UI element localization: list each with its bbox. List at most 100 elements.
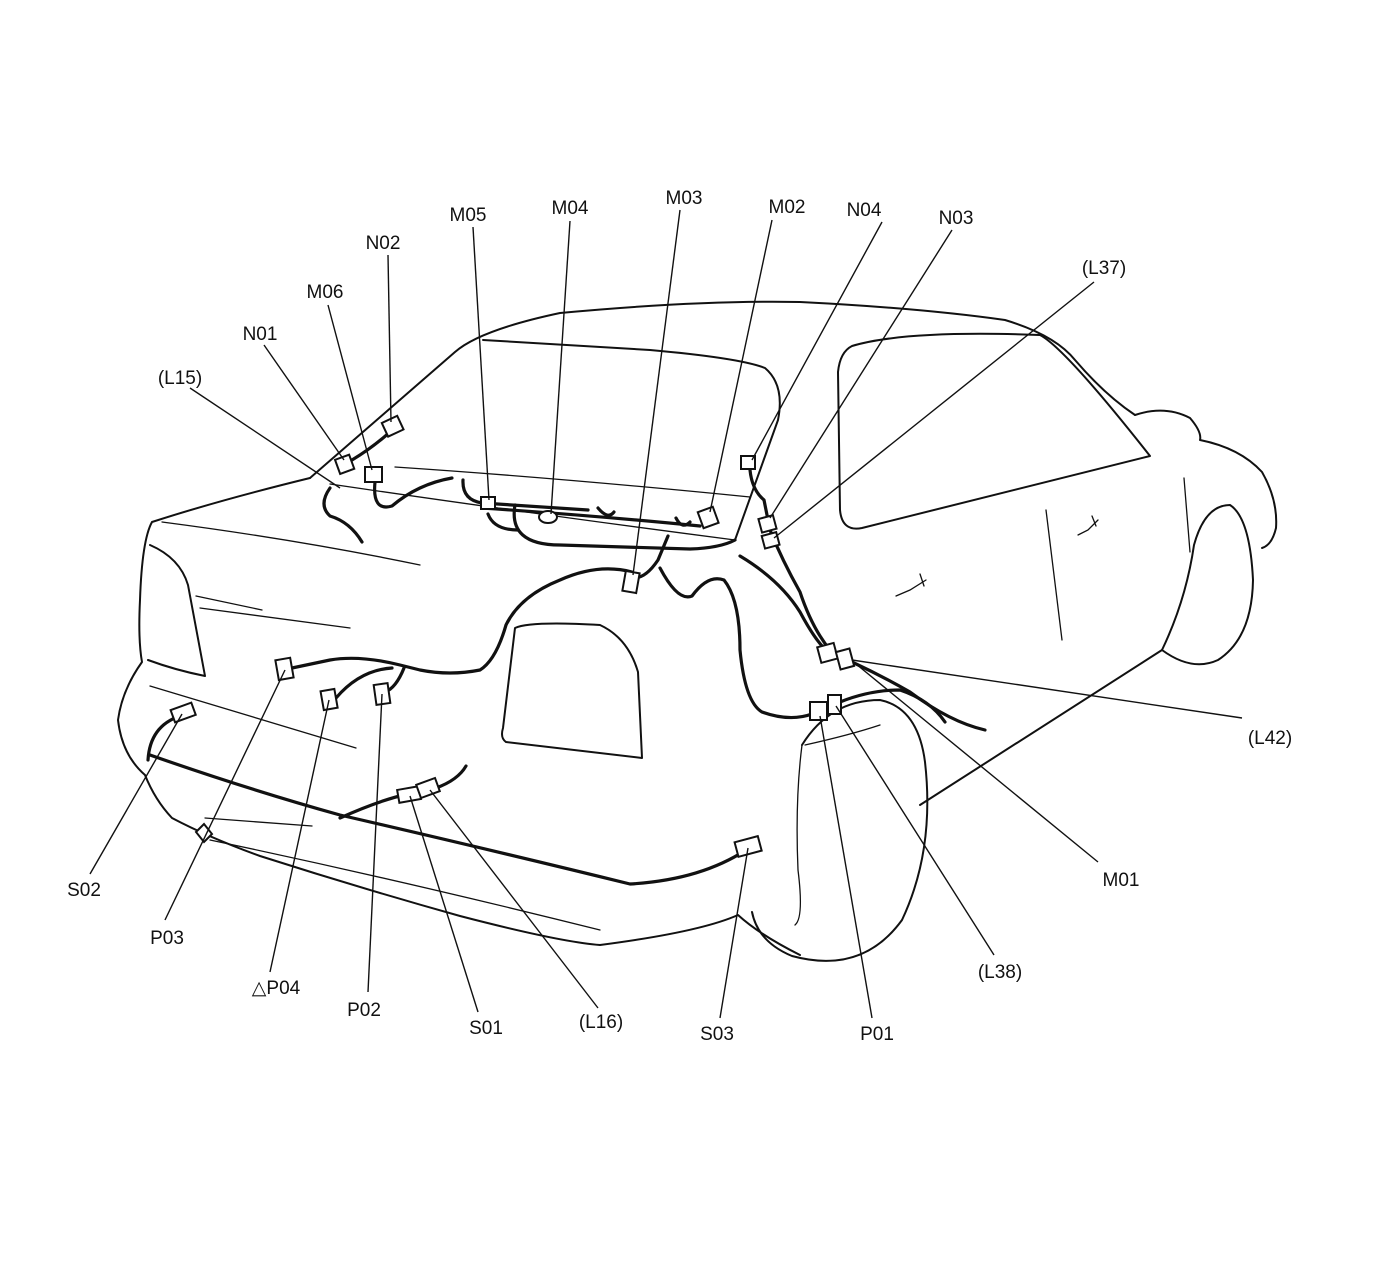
door-handle-rear	[1077, 515, 1099, 536]
leader-lines	[89, 209, 1243, 1019]
front-fender	[1134, 409, 1278, 549]
door-edge	[1045, 509, 1063, 641]
leader-s03	[719, 847, 749, 1019]
connector-l42-a	[815, 641, 839, 665]
rear-window	[482, 339, 781, 541]
tail-light	[147, 544, 206, 677]
leader-l15	[189, 387, 341, 489]
body-side-line	[804, 724, 881, 746]
rear-wheel-arch	[751, 699, 929, 962]
label-n04: N04	[847, 200, 882, 221]
connector-n01	[333, 453, 356, 476]
leader-p04	[269, 699, 330, 973]
connector-p04	[319, 687, 339, 712]
connector-m03	[621, 569, 641, 595]
connector-labels: M05 M04 M03 M02 N04 N03 (L37) N02 M06 N0…	[67, 188, 1292, 1045]
connector-n02	[380, 414, 405, 438]
harness-right-branch	[738, 554, 828, 652]
label-p04: △P04	[252, 978, 301, 999]
trunk-detail-line-2	[199, 607, 351, 629]
label-p03: P03	[150, 928, 184, 949]
leader-m02	[709, 219, 773, 513]
connectors	[169, 414, 856, 859]
harness-right-loop	[658, 566, 814, 720]
connector-m04	[538, 510, 558, 524]
connector-n04	[740, 455, 756, 470]
leader-m04	[550, 220, 571, 515]
connector-l42-b	[834, 647, 856, 671]
trunk-detail-line	[195, 595, 263, 611]
connector-m02	[696, 505, 720, 530]
label-n01: N01	[243, 324, 278, 345]
harness-shelf-hook	[596, 506, 616, 517]
connector-p03	[274, 656, 295, 682]
connector-s03	[733, 834, 763, 859]
harness-l16	[434, 764, 468, 790]
leader-l37	[773, 281, 1095, 539]
harness-m01	[838, 688, 947, 724]
connector-l37	[760, 530, 781, 550]
connector-p01	[809, 701, 828, 721]
label-p01: P01	[860, 1024, 894, 1045]
label-s03: S03	[700, 1024, 734, 1045]
label-m05: M05	[450, 205, 487, 226]
label-m06: M06	[307, 282, 344, 303]
door-handle-front	[895, 573, 927, 597]
leader-m05	[472, 226, 490, 501]
leader-n01	[263, 344, 345, 461]
label-l42: (L42)	[1248, 728, 1292, 749]
label-l16: (L16)	[579, 1012, 623, 1033]
harness-right-side	[748, 468, 987, 732]
connector-n03	[757, 513, 778, 534]
leader-s02	[89, 713, 183, 875]
leader-l16	[429, 789, 599, 1009]
harness-p04	[334, 666, 394, 700]
bumper-top-line	[149, 685, 357, 749]
connector-l16	[414, 776, 442, 800]
trunk-top-line	[161, 521, 421, 566]
roof-line	[309, 300, 1136, 479]
harness	[146, 430, 987, 886]
harness-shelf-bar	[480, 506, 702, 528]
harness-shelf-loop	[512, 503, 737, 551]
label-n02: N02	[366, 233, 401, 254]
label-s02: S02	[67, 880, 101, 901]
leader-l42	[851, 659, 1243, 719]
leader-m01	[855, 663, 1099, 863]
connector-m05	[480, 496, 496, 510]
label-m03: M03	[666, 188, 703, 209]
leader-m03	[632, 209, 681, 576]
label-l15: (L15)	[158, 368, 202, 389]
label-l37: (L37)	[1082, 258, 1126, 279]
leader-n04	[751, 221, 883, 461]
label-s01: S01	[469, 1018, 503, 1039]
connector-m06	[364, 466, 383, 483]
label-p02: P02	[347, 1000, 381, 1021]
leader-n02	[387, 254, 392, 423]
leader-s01	[409, 795, 479, 1013]
leader-p03	[164, 669, 286, 921]
trunk-lid	[117, 477, 801, 956]
harness-m06	[373, 476, 454, 509]
leader-p02	[367, 693, 383, 993]
grommet	[194, 822, 214, 844]
car-body	[117, 300, 1278, 962]
harness-left-side	[290, 567, 634, 675]
leader-l38	[835, 705, 995, 956]
label-m02: M02	[769, 197, 806, 218]
leader-p01	[819, 715, 873, 1019]
rear-wheel-inner	[794, 744, 803, 926]
harness-shelf-hook-2	[674, 516, 692, 527]
harness-left-drop	[322, 486, 364, 544]
front-wheel	[1161, 504, 1254, 666]
bumper-strip-line	[209, 839, 601, 931]
harness-bottom	[148, 753, 748, 886]
label-n03: N03	[939, 208, 974, 229]
side-window	[837, 332, 1151, 530]
connector-s02	[169, 701, 198, 724]
label-m04: M04	[552, 198, 589, 219]
leader-n03	[769, 229, 953, 519]
label-m01: M01	[1103, 870, 1140, 891]
label-l38: (L38)	[978, 962, 1022, 983]
